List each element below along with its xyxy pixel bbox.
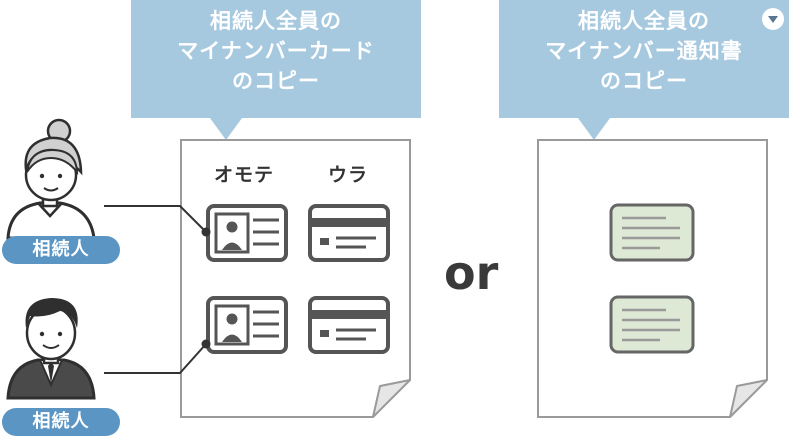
callout-mynumber-notice: 相続人全員の マイナンバー通知書 のコピー xyxy=(499,0,789,118)
elderly-woman-icon xyxy=(6,118,96,240)
column-label-front: オモテ xyxy=(214,164,275,186)
callout-line: マイナンバーカード xyxy=(177,39,375,63)
column-label-back: ウラ xyxy=(328,164,369,186)
callout-mynumber-card: 相続人全員の マイナンバーカード のコピー xyxy=(131,0,421,118)
connector-line xyxy=(104,339,211,374)
notification-card-icon xyxy=(609,203,695,262)
id-card-front-icon xyxy=(206,204,288,262)
callout-right-pointer xyxy=(578,118,610,140)
callout-line: のコピー xyxy=(600,69,688,93)
document-right xyxy=(537,139,768,418)
heir-label-1: 相続人 xyxy=(2,236,120,264)
man-in-suit-icon xyxy=(6,298,96,400)
callout-line: のコピー xyxy=(232,69,320,93)
id-card-front-icon xyxy=(206,296,288,354)
callout-line: マイナンバー通知書 xyxy=(545,39,743,63)
id-card-back-icon xyxy=(308,296,390,354)
or-separator: or xyxy=(444,246,499,300)
id-card-back-icon xyxy=(308,204,390,262)
callout-left-pointer xyxy=(210,118,242,140)
heir-label-2: 相続人 xyxy=(2,408,120,436)
notification-card-icon xyxy=(609,295,695,354)
callout-line: 相続人全員の xyxy=(578,9,710,33)
callout-line: 相続人全員の xyxy=(210,9,342,33)
chevron-down-icon[interactable] xyxy=(762,8,784,30)
connector-line xyxy=(104,205,211,237)
